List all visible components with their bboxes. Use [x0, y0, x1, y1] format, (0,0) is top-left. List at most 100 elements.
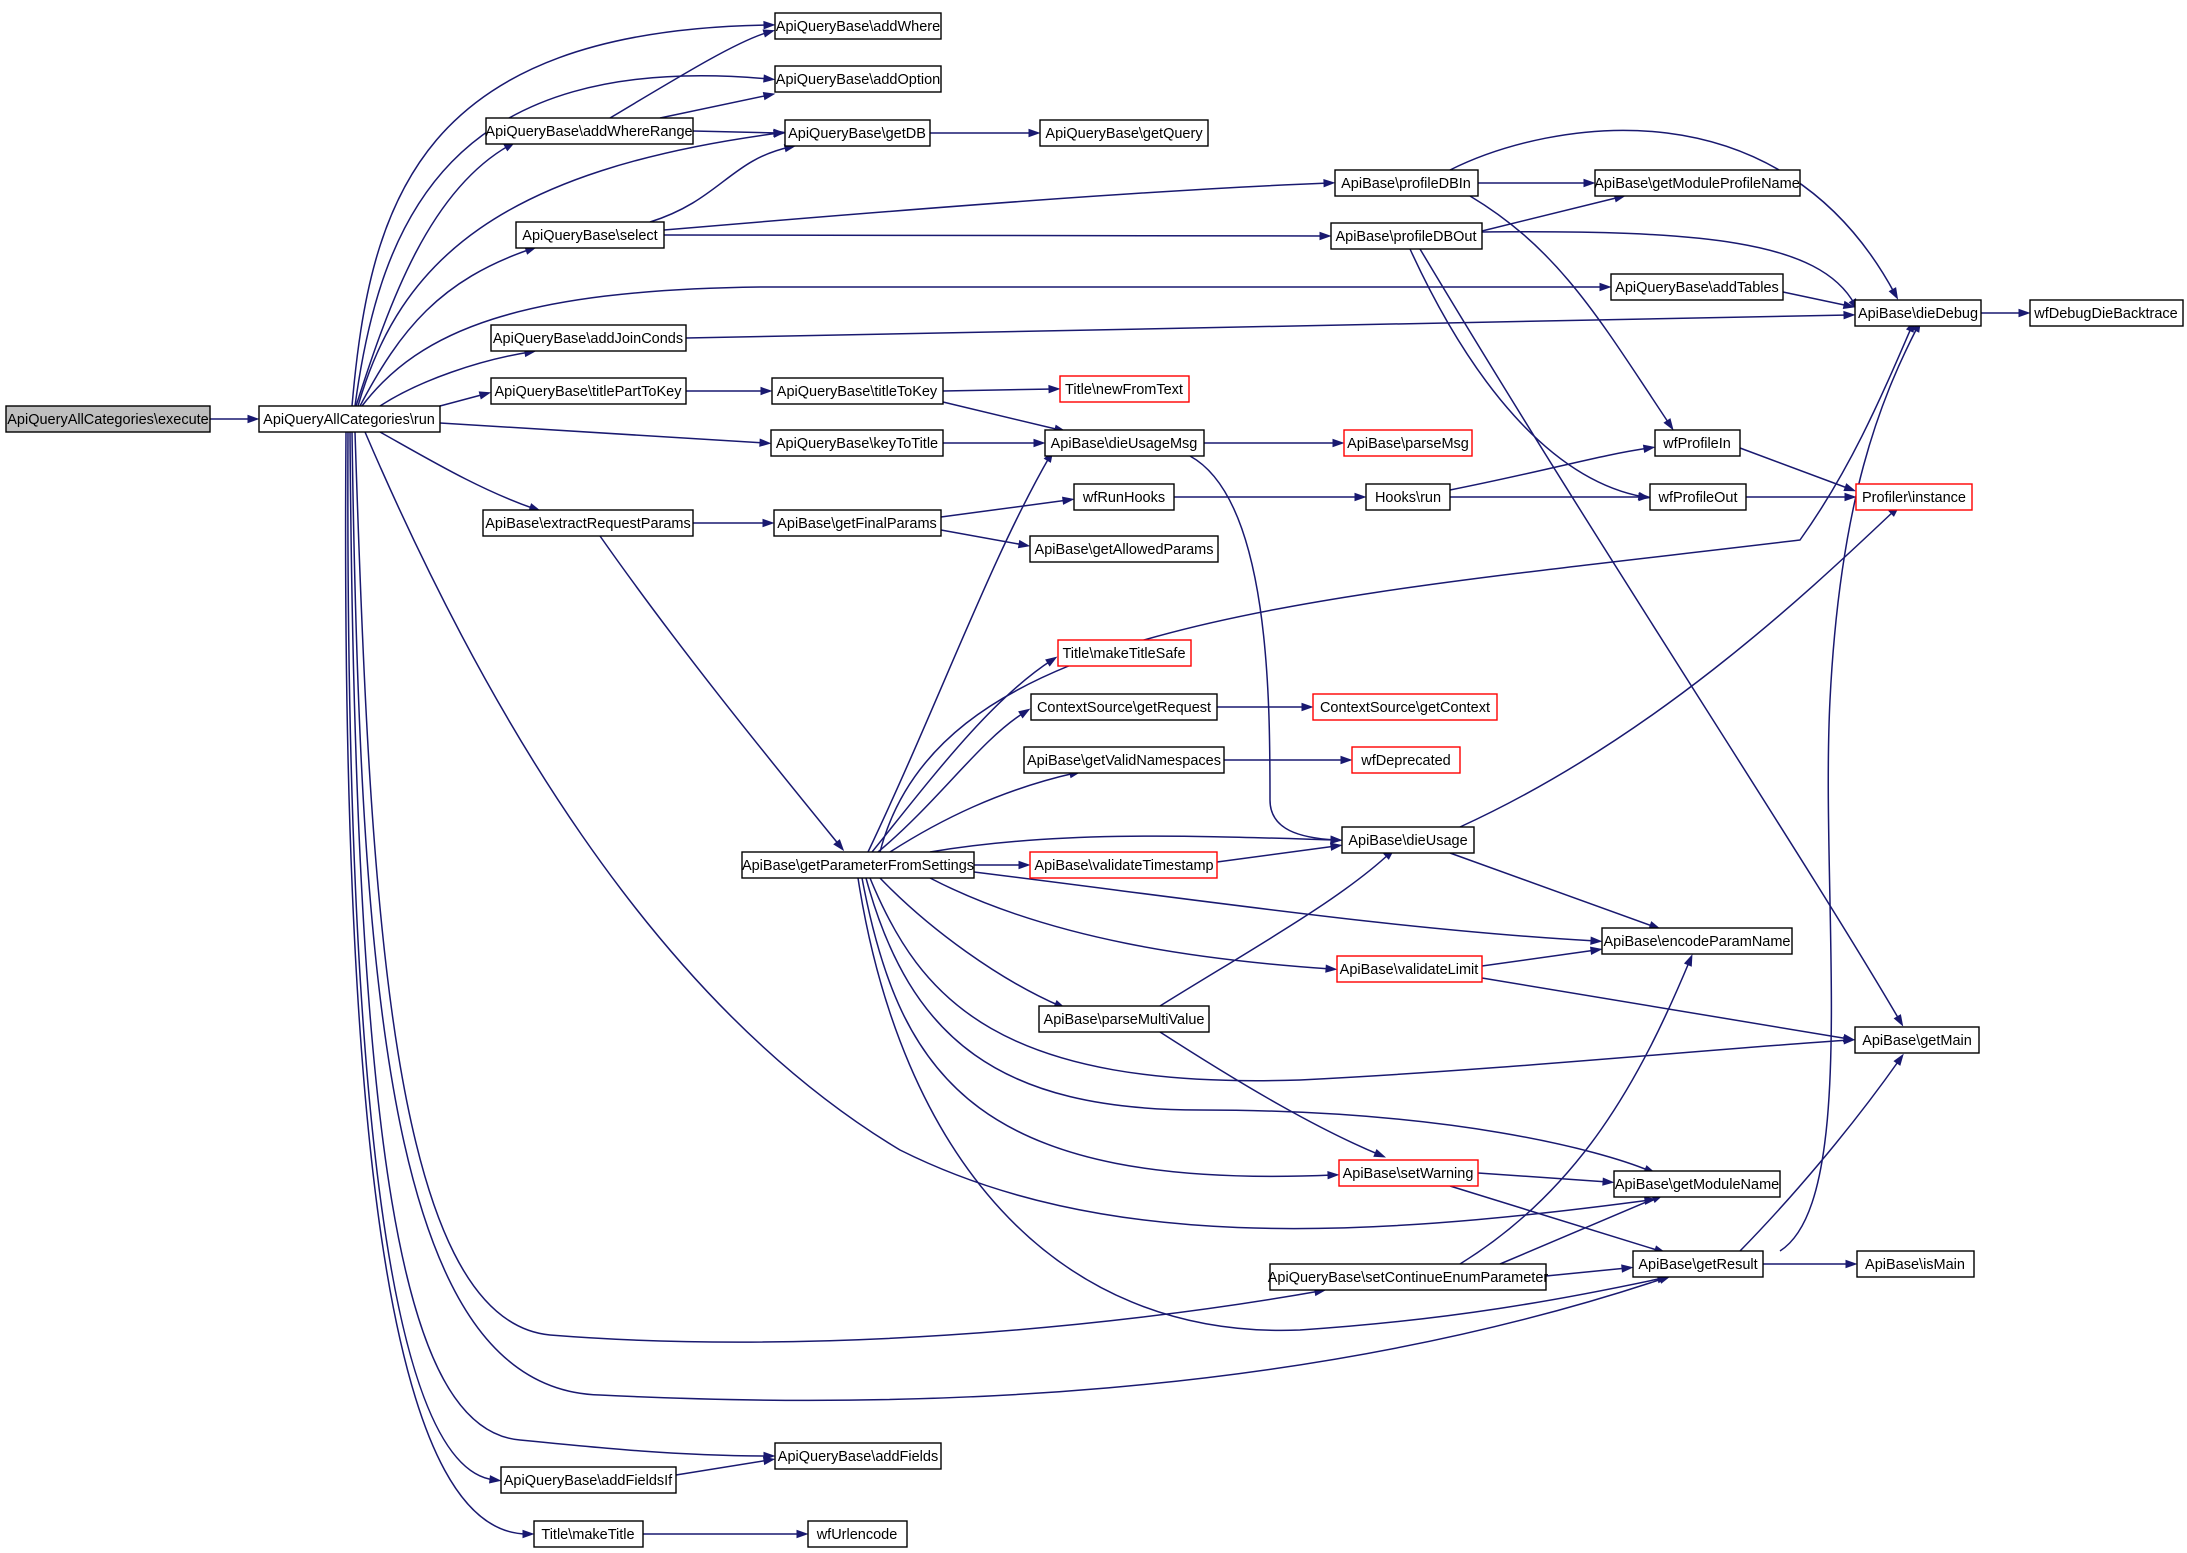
node-addFieldsIf[interactable]: ApiQueryBase\addFieldsIf [500, 1466, 677, 1494]
node-addTables[interactable]: ApiQueryBase\addTables [1610, 273, 1784, 301]
arrowhead [759, 438, 772, 447]
edge-getResult-dieDebug [1779, 320, 1922, 1252]
node-addWhereRange[interactable]: ApiQueryBase\addWhereRange [485, 117, 694, 145]
node-profileDBIn[interactable]: ApiBase\profileDBIn [1334, 169, 1479, 197]
arrowhead [2018, 308, 2031, 318]
node-select[interactable]: ApiQueryBase\select [515, 221, 665, 249]
node-getParameterFromSettings[interactable]: ApiBase\getParameterFromSettings [741, 851, 975, 879]
node-titleToKey[interactable]: ApiQueryBase\titleToKey [771, 377, 944, 405]
arrowhead [762, 518, 775, 528]
node-dieDebug[interactable]: ApiBase\dieDebug [1854, 299, 1982, 327]
node-getQuery[interactable]: ApiQueryBase\getQuery [1039, 119, 1209, 147]
arrowhead [1327, 1171, 1340, 1180]
arrowhead [796, 1529, 809, 1539]
node-getDB[interactable]: ApiQueryBase\getDB [784, 119, 931, 147]
node-addOption[interactable]: ApiQueryBase\addOption [774, 65, 942, 93]
edge-parseMultiValue-setWarning [1159, 1031, 1386, 1158]
edge-profileDBOut-getMain [1419, 248, 1904, 1027]
node-addJoinConds[interactable]: ApiQueryBase\addJoinConds [490, 324, 687, 352]
edge-getFinalParams-getAllowedParams [940, 529, 1031, 549]
edge-run-addFieldsIf [347, 431, 502, 1484]
node-parseMsg[interactable]: ApiBase\parseMsg [1343, 429, 1473, 457]
svg-text:ApiQueryBase\addFields: ApiQueryBase\addFields [778, 1449, 938, 1465]
svg-text:ApiBase\getMain: ApiBase\getMain [1862, 1033, 1972, 1049]
node-wfProfileIn[interactable]: wfProfileIn [1654, 429, 1741, 457]
node-getResult[interactable]: ApiBase\getResult [1632, 1250, 1764, 1278]
node-dieUsageMsg[interactable]: ApiBase\dieUsageMsg [1044, 429, 1205, 457]
edge-run-addWhereRange [355, 141, 516, 407]
node-getModuleProfileName[interactable]: ApiBase\getModuleProfileName [1594, 169, 1801, 197]
node-wfRunHooks[interactable]: wfRunHooks [1073, 483, 1175, 511]
edge-getRequest-getContext [1217, 702, 1314, 712]
node-setWarning[interactable]: ApiBase\setWarning [1338, 1159, 1479, 1187]
svg-text:ApiBase\validateLimit: ApiBase\validateLimit [1340, 962, 1479, 978]
nodes: ApiQueryAllCategories\execute ApiQueryAl… [5, 12, 2184, 1548]
node-addFields[interactable]: ApiQueryBase\addFields [774, 1442, 942, 1470]
node-validateLimit[interactable]: ApiBase\validateLimit [1336, 955, 1483, 983]
edges [210, 20, 2031, 1539]
node-wfUrlencode[interactable]: wfUrlencode [807, 1520, 908, 1548]
node-hooksRun[interactable]: Hooks\run [1365, 483, 1451, 511]
svg-text:Profiler\instance: Profiler\instance [1862, 490, 1966, 506]
edge-profileDBIn-getModuleProfileName [1478, 178, 1596, 188]
node-addWhere[interactable]: ApiQueryBase\addWhere [774, 12, 942, 40]
edge-hooksRun-wfProfileIn [1449, 444, 1656, 491]
node-dieUsage[interactable]: ApiBase\dieUsage [1341, 826, 1475, 854]
node-getContext[interactable]: ContextSource\getContext [1312, 693, 1498, 721]
node-getModuleName[interactable]: ApiBase\getModuleName [1613, 1170, 1781, 1198]
node-keyToTitle[interactable]: ApiQueryBase\keyToTitle [770, 429, 944, 457]
edge-gpfs-getModuleName [865, 877, 1657, 1174]
edge-dieUsageMsg-parseMsg [1204, 438, 1345, 448]
edge-select-profileDBIn [663, 179, 1336, 231]
arrowhead [1583, 178, 1596, 188]
node-extractRequestParams[interactable]: ApiBase\extractRequestParams [482, 509, 694, 537]
node-makeTitleSafe[interactable]: Title\makeTitleSafe [1057, 639, 1192, 667]
node-wfDeprecated[interactable]: wfDeprecated [1351, 746, 1461, 774]
node-getValidNamespaces[interactable]: ApiBase\getValidNamespaces [1023, 746, 1225, 774]
arrowhead [1642, 444, 1656, 453]
node-titlePartToKey[interactable]: ApiQueryBase\titlePartToKey [490, 377, 687, 405]
node-makeTitle[interactable]: Title\makeTitle [533, 1520, 644, 1548]
edge-addWhereRange-addOption [659, 92, 776, 119]
edge-setWarning-getModuleName [1477, 1172, 1615, 1186]
svg-text:ApiBase\getResult: ApiBase\getResult [1638, 1257, 1757, 1273]
node-newFromText[interactable]: Title\newFromText [1059, 375, 1190, 403]
node-getRequest[interactable]: ContextSource\getRequest [1030, 693, 1218, 721]
edge-addTables-dieDebug [1782, 291, 1856, 309]
svg-text:ApiBase\parseMsg: ApiBase\parseMsg [1347, 436, 1469, 452]
svg-text:ApiBase\dieDebug: ApiBase\dieDebug [1858, 306, 1978, 322]
node-isMain[interactable]: ApiBase\isMain [1856, 1250, 1975, 1278]
edge-run-titlePartToKey [439, 391, 492, 407]
edge-getFinalParams-wfRunHooks [940, 496, 1075, 518]
edge-titleToKey-newFromText [942, 384, 1061, 394]
node-setContinueEnumParameter[interactable]: ApiQueryBase\setContinueEnumParameter [1268, 1263, 1549, 1291]
svg-text:ApiQueryBase\keyToTitle: ApiQueryBase\keyToTitle [776, 436, 938, 452]
edge-profileDBOut-getModuleProfileName [1481, 194, 1627, 232]
node-getAllowedParams[interactable]: ApiBase\getAllowedParams [1029, 535, 1219, 563]
svg-text:ApiBase\profileDBOut: ApiBase\profileDBOut [1335, 229, 1476, 245]
edge-addWhereRange-addWhere [609, 29, 776, 119]
edge-titleToKey-dieUsageMsg [942, 401, 1067, 433]
node-validateTimestamp[interactable]: ApiBase\validateTimestamp [1029, 851, 1218, 879]
svg-text:Title\makeTitle: Title\makeTitle [541, 1527, 634, 1543]
node-wfProfileOut[interactable]: wfProfileOut [1649, 483, 1747, 511]
node-run[interactable]: ApiQueryAllCategories\run [258, 405, 441, 433]
node-wfDebugDieBacktrace[interactable]: wfDebugDieBacktrace [2029, 299, 2184, 327]
arrowhead [1842, 1033, 1856, 1043]
node-execute[interactable]: ApiQueryAllCategories\execute [5, 405, 211, 433]
arrowhead [1323, 179, 1336, 188]
node-getMain[interactable]: ApiBase\getMain [1854, 1026, 1980, 1054]
node-encodeParamName[interactable]: ApiBase\encodeParamName [1601, 927, 1793, 955]
arrowhead [1340, 755, 1353, 765]
node-profilerInstance[interactable]: Profiler\instance [1855, 483, 1973, 511]
arrowhead [1373, 1148, 1386, 1158]
node-getFinalParams[interactable]: ApiBase\getFinalParams [773, 509, 942, 537]
node-parseMultiValue[interactable]: ApiBase\parseMultiValue [1038, 1005, 1210, 1033]
arrowhead [1888, 287, 1899, 300]
arrowhead [763, 74, 776, 83]
svg-text:wfUrlencode: wfUrlencode [816, 1527, 898, 1543]
arrowhead [1028, 128, 1041, 138]
node-profileDBOut[interactable]: ApiBase\profileDBOut [1330, 222, 1483, 250]
arrowhead [762, 92, 776, 101]
